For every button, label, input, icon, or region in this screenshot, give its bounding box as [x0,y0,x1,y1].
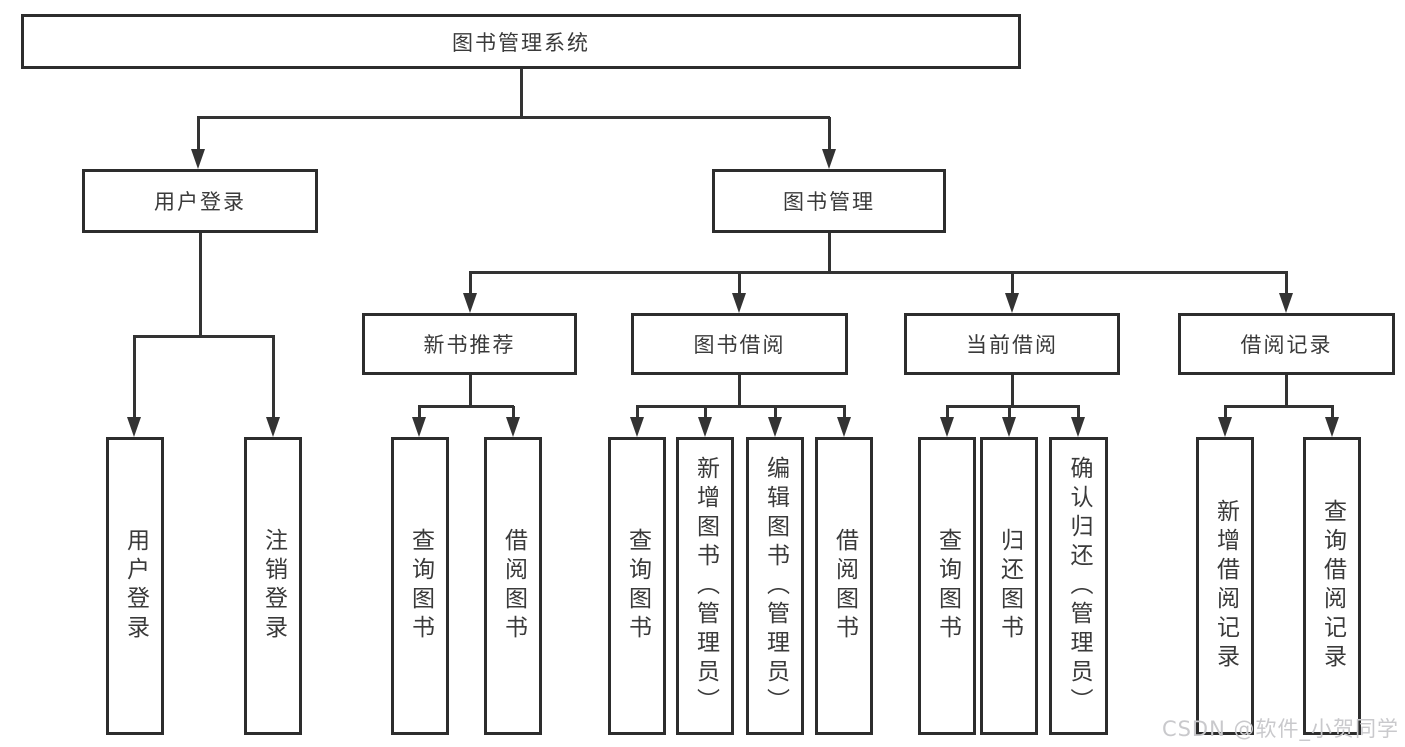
connector-line [469,271,1288,274]
arrow-down-icon [732,293,746,313]
leaf-query-book-1-label: 查询图书 [407,528,434,644]
node-current-borrowing-label: 当前借阅 [966,333,1058,357]
connector-line [1224,406,1227,420]
arrow-down-icon [463,293,477,313]
leaf-query-book-1: 查询图书 [391,437,449,735]
arrow-down-icon [412,417,426,437]
connector-line [1011,272,1014,296]
connector-line [704,406,707,420]
node-new-book-recommend: 新书推荐 [362,313,577,375]
leaf-add-borrow-record-label: 新增借阅记录 [1212,499,1239,673]
connector-line [469,272,472,296]
arrow-down-icon [1325,417,1339,437]
connector-line [946,405,1080,408]
connector-line [1008,406,1011,420]
arrow-down-icon [127,417,141,437]
node-book-borrowing-label: 图书借阅 [693,333,786,357]
connector-line [828,233,831,274]
connector-line [418,405,514,408]
connector-line [469,375,472,408]
leaf-user-login: 用户登录 [106,437,164,735]
leaf-query-book-3: 查询图书 [918,437,976,735]
connector-line [1285,272,1288,296]
leaf-confirm-return-admin: 确认归还（管理员） [1049,437,1108,735]
leaf-return-book: 归还图书 [980,437,1038,735]
connector-line [1077,406,1080,420]
connector-line [738,375,741,408]
arrow-down-icon [630,417,644,437]
arrow-down-icon [698,417,712,437]
connector-line [774,406,777,420]
leaf-logout-label: 注销登录 [260,528,287,644]
node-current-borrowing: 当前借阅 [904,313,1120,375]
arrow-down-icon [1002,417,1016,437]
connector-line [199,233,202,338]
arrow-down-icon [506,417,520,437]
leaf-query-book-2: 查询图书 [608,437,666,735]
connector-line [1224,405,1334,408]
node-user-login-label: 用户登录 [154,190,246,214]
arrow-down-icon [1005,293,1019,313]
node-book-borrowing: 图书借阅 [631,313,848,375]
leaf-query-book-3-label: 查询图书 [934,528,961,644]
connector-line [946,406,949,420]
arrow-down-icon [266,417,280,437]
node-book-management: 图书管理 [712,169,946,233]
connector-line [512,406,515,420]
leaf-borrow-book-1-label: 借阅图书 [500,528,527,644]
connector-line [636,406,639,420]
node-user-login: 用户登录 [82,169,318,233]
connector-line [197,116,830,119]
leaf-edit-book-admin-label: 编辑图书（管理员） [762,455,789,717]
arrow-down-icon [1218,417,1232,437]
leaf-logout: 注销登录 [244,437,302,735]
node-root-label: 图书管理系统 [452,30,590,55]
leaf-borrow-book-2-label: 借阅图书 [831,528,858,644]
connector-line [133,335,275,338]
connector-line [418,406,421,420]
connector-line [1331,406,1334,420]
leaf-query-book-2-label: 查询图书 [624,528,651,644]
connector-line [738,272,741,296]
leaf-return-book-label: 归还图书 [996,528,1023,644]
arrow-down-icon [940,417,954,437]
connector-line [272,336,275,420]
leaf-confirm-return-admin-label: 确认归还（管理员） [1066,455,1092,717]
node-borrow-records-label: 借阅记录 [1240,333,1333,357]
arrow-down-icon [1071,417,1085,437]
connector-line [520,69,523,119]
connector-line [828,117,831,152]
connector-line [1011,375,1014,408]
connector-line [843,406,846,420]
leaf-add-book-admin: 新增图书（管理员） [676,437,734,735]
leaf-borrow-book-1: 借阅图书 [484,437,542,735]
leaf-add-book-admin-label: 新增图书（管理员） [692,455,719,717]
connector-line [197,117,200,152]
leaf-edit-book-admin: 编辑图书（管理员） [746,437,804,735]
node-root: 图书管理系统 [21,14,1021,69]
csdn-watermark: CSDN @软件_小贺同学 [1161,717,1399,741]
leaf-user-login-label: 用户登录 [122,528,149,644]
node-new-book-recommend-label: 新书推荐 [423,333,516,357]
leaf-borrow-book-2: 借阅图书 [815,437,873,735]
leaf-query-borrow-record: 查询借阅记录 [1303,437,1361,735]
connector-line [1285,375,1288,408]
arrow-down-icon [768,417,782,437]
arrow-down-icon [837,417,851,437]
node-borrow-records: 借阅记录 [1178,313,1395,375]
connector-line [133,336,136,420]
arrow-down-icon [822,149,836,169]
arrow-down-icon [1279,293,1293,313]
leaf-add-borrow-record: 新增借阅记录 [1196,437,1254,735]
connector-line [636,405,846,408]
arrow-down-icon [191,149,205,169]
node-book-management-label: 图书管理 [783,190,875,214]
leaf-query-borrow-record-label: 查询借阅记录 [1319,499,1346,673]
